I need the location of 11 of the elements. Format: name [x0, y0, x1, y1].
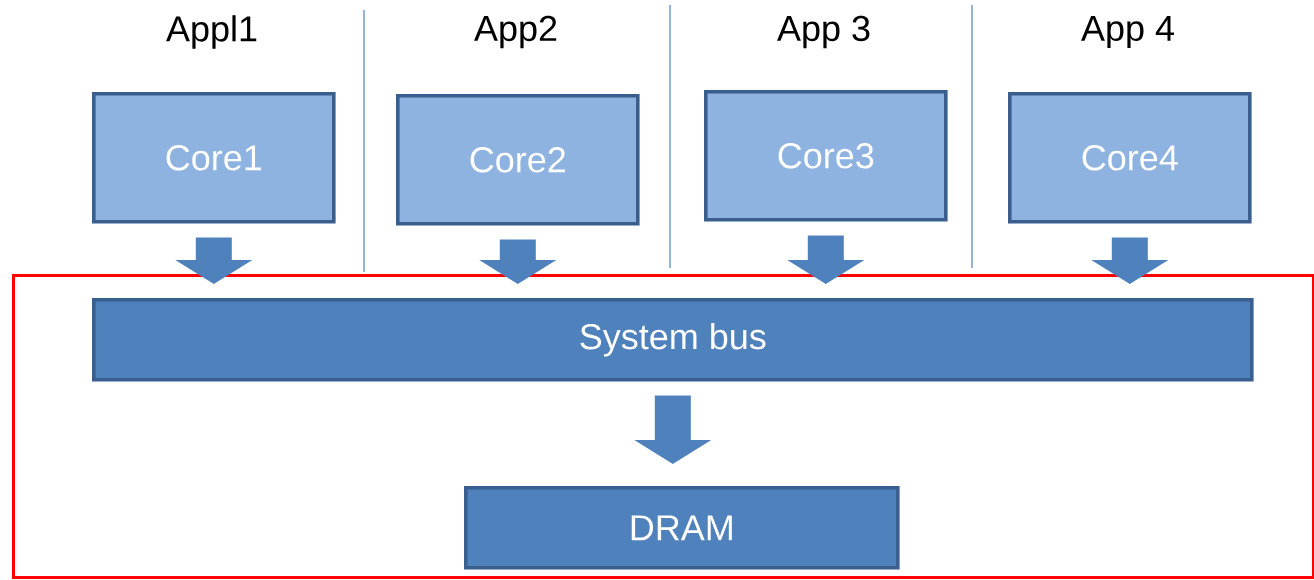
app-label: App 3	[777, 15, 870, 49]
region-frame	[12, 274, 1314, 579]
app-label: App 4	[1081, 15, 1174, 49]
app-label: Appl1	[166, 15, 257, 49]
core-box: Core2	[396, 94, 640, 226]
core-box: Core1	[92, 92, 336, 224]
core-box: Core4	[1008, 92, 1252, 224]
app-label: App2	[474, 15, 557, 49]
bus-box: System bus	[92, 298, 1254, 382]
bus-box: DRAM	[464, 486, 900, 570]
core-box: Core3	[704, 90, 948, 222]
